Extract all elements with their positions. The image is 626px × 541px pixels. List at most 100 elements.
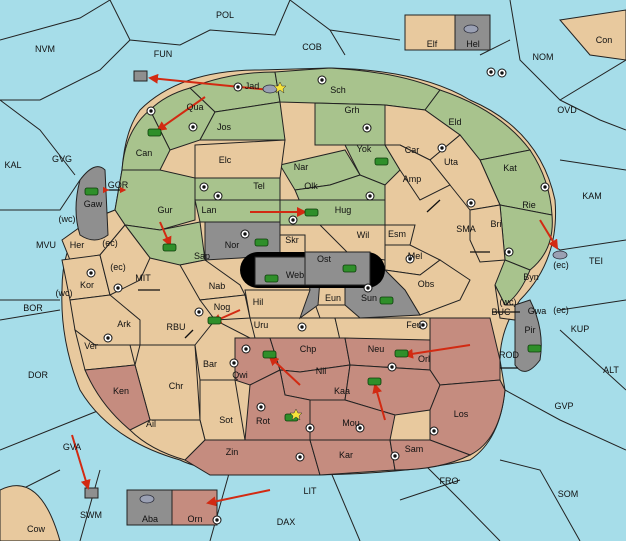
- army-unit-icon[interactable]: [262, 350, 277, 359]
- supply-center-icon: [486, 67, 496, 77]
- land-label-gaw: Gaw: [84, 199, 103, 209]
- region-con[interactable]: [559, 9, 626, 61]
- sea-label-mit: MIT: [135, 273, 151, 283]
- supply-center-icon: [288, 215, 298, 225]
- region-gaw[interactable]: [75, 166, 109, 241]
- army-unit-icon[interactable]: [162, 243, 177, 252]
- coast-label: (ec): [102, 238, 118, 248]
- sea-label-gvg: GVG: [52, 154, 72, 164]
- supply-center-icon: [405, 254, 415, 264]
- region-bri[interactable]: [469, 204, 506, 263]
- army-unit-icon[interactable]: [84, 187, 99, 196]
- coast-label: (ec): [553, 260, 569, 270]
- fleet-unit-icon[interactable]: [139, 494, 155, 504]
- region-ver[interactable]: [74, 328, 136, 371]
- supply-center-icon: [387, 362, 397, 372]
- sea-label-kam: KAM: [582, 191, 602, 201]
- order-arrow: [268, 355, 301, 386]
- land-label-ark: Ark: [117, 319, 131, 329]
- supply-center-icon: [504, 247, 514, 257]
- region-amp[interactable]: [384, 144, 451, 201]
- region-orn[interactable]: [171, 489, 218, 526]
- army-unit-icon[interactable]: [304, 208, 319, 217]
- sea-label-kup: KUP: [571, 324, 590, 334]
- region-ost[interactable]: [304, 251, 371, 286]
- army-unit-icon[interactable]: [527, 344, 542, 353]
- land-label-gwa: Gwa: [528, 306, 547, 316]
- supply-center-icon: [86, 268, 96, 278]
- supply-center-icon: [103, 333, 113, 343]
- supply-center-icon: [241, 344, 251, 354]
- land-label-orn: Orn: [187, 514, 202, 524]
- army-unit-icon[interactable]: [367, 377, 382, 386]
- supply-center-icon: [233, 82, 243, 92]
- land-label-los: Los: [454, 409, 469, 419]
- region-fun-isle: [133, 70, 148, 82]
- army-unit-icon[interactable]: [394, 349, 409, 358]
- land-label-skr: Skr: [285, 235, 299, 245]
- land-label-hil: Hil: [253, 297, 264, 307]
- land-label-kor: Kor: [80, 280, 94, 290]
- region-zin[interactable]: [184, 439, 321, 476]
- land-label-ail: Ail: [146, 419, 156, 429]
- region-jos[interactable]: [199, 101, 286, 141]
- order-arrow: [372, 383, 386, 421]
- supply-center-icon: [295, 452, 305, 462]
- army-unit-icon[interactable]: [254, 238, 269, 247]
- supply-center-icon: [363, 283, 373, 293]
- sea-label-som: SOM: [558, 489, 579, 499]
- army-unit-icon[interactable]: [374, 157, 389, 166]
- land-label-hel: Hel: [466, 39, 480, 49]
- land-label-byn: Byn: [523, 272, 539, 282]
- fleet-unit-icon[interactable]: [463, 24, 479, 34]
- supply-center-icon: [199, 182, 209, 192]
- land-label-ver: Ver: [84, 341, 98, 351]
- land-label-jad: Jad: [245, 81, 260, 91]
- region-ken[interactable]: [84, 364, 151, 431]
- order-arrow: [539, 219, 559, 250]
- supply-center-icon: [188, 122, 198, 132]
- region-nab[interactable]: [179, 259, 246, 301]
- fleet-unit-icon[interactable]: [552, 250, 568, 260]
- army-unit-icon[interactable]: [342, 264, 357, 273]
- region-elc[interactable]: [194, 139, 286, 179]
- region-pir[interactable]: [514, 299, 542, 372]
- land-label-orl: Orl: [418, 354, 430, 364]
- sea-label-swm: SWM: [80, 510, 102, 520]
- sea-label-cob: COB: [302, 42, 322, 52]
- land-label-kar: Kar: [339, 450, 353, 460]
- land-label-nor: Nor: [225, 240, 240, 250]
- army-unit-icon[interactable]: [264, 274, 279, 283]
- units: [84, 24, 568, 504]
- region-mou[interactable]: [309, 399, 396, 441]
- army-unit-icon[interactable]: [379, 296, 394, 305]
- land-label-bar: Bar: [203, 359, 217, 369]
- army-unit-icon[interactable]: [207, 316, 222, 325]
- strait-arrows: [102, 186, 520, 369]
- sea-label-gvp: GVP: [554, 401, 573, 411]
- sea-label-mvu: MVU: [36, 240, 56, 250]
- land-label-car: Car: [405, 145, 420, 155]
- land-label-jos: Jos: [217, 122, 232, 132]
- region-can[interactable]: [121, 109, 171, 171]
- region-sam[interactable]: [389, 439, 472, 471]
- land-label-qua: Qua: [186, 102, 203, 112]
- region-gur[interactable]: [114, 169, 196, 231]
- land-label-can: Can: [136, 148, 153, 158]
- region-orl[interactable]: [429, 317, 501, 386]
- supply-center-icon: [213, 191, 223, 201]
- supply-center-icon: [256, 402, 266, 412]
- region-elf[interactable]: [404, 14, 456, 51]
- land-label-bri: Bri: [491, 219, 502, 229]
- army-unit-icon[interactable]: [147, 128, 162, 137]
- sea-label-gor: GOR: [108, 180, 129, 190]
- land-label-her: Her: [70, 240, 85, 250]
- order-arrow: [148, 73, 271, 91]
- land-label-neu: Neu: [368, 344, 385, 354]
- sea-label-alt: ALT: [603, 365, 619, 375]
- land-label-elc: Elc: [219, 155, 232, 165]
- land-label-uta: Uta: [444, 157, 458, 167]
- sea-label-nvm: NVM: [35, 44, 55, 54]
- land-label-rie: Rie: [522, 200, 536, 210]
